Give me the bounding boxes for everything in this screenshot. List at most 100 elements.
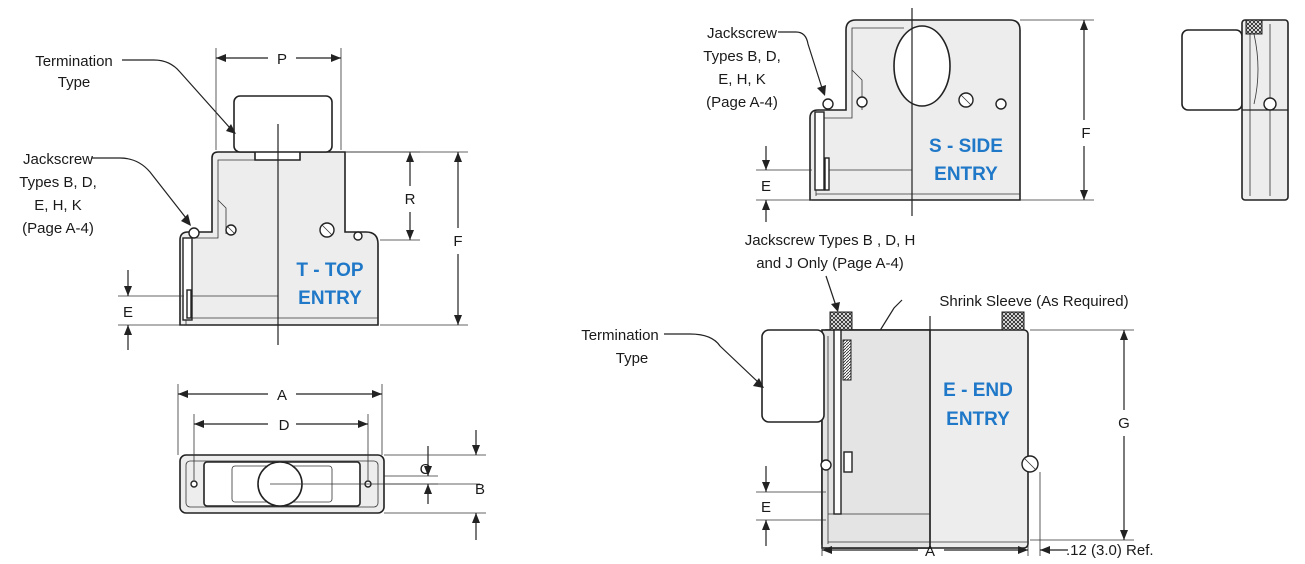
top-jackscrew-shaft bbox=[182, 237, 193, 321]
top-screw-corner bbox=[353, 231, 363, 241]
side-screw-left bbox=[856, 96, 868, 108]
top-termination-leader bbox=[122, 59, 231, 129]
top-screw-right-slot bbox=[321, 224, 333, 236]
end-termination-label-2: Type bbox=[616, 350, 649, 367]
top-jackscrew-head bbox=[188, 227, 200, 239]
top-termination-label-2: Type bbox=[58, 74, 91, 91]
top-entry-label-1: T - TOP bbox=[296, 260, 364, 281]
end-dim-e-arrow-bottom bbox=[762, 520, 770, 530]
plan-dim-d-label: D bbox=[279, 417, 290, 434]
top-termination-arrow bbox=[226, 124, 236, 134]
end-screw-left bbox=[820, 459, 832, 471]
plan-mount-hole-left bbox=[190, 480, 198, 488]
dim-p-arrow-left bbox=[216, 54, 226, 62]
top-termination-label-1: Termination bbox=[35, 53, 113, 70]
side-entry-view: S - SIDE ENTRY Jackscrew Types B, D, E, … bbox=[703, 8, 1094, 222]
end-jackscrew-knurl-right bbox=[1001, 311, 1025, 331]
end-shrink-sleeve bbox=[842, 339, 852, 381]
plan-dim-c-label: C bbox=[420, 461, 431, 478]
end-termination-arrow bbox=[753, 378, 764, 388]
end-jackscrew-arrow bbox=[831, 302, 840, 312]
plan-dim-a-label: A bbox=[277, 387, 287, 404]
plan-dim-d-arrow-left bbox=[194, 420, 204, 428]
dim-r-label: R bbox=[405, 191, 416, 208]
side-dim-e-arrow-top bbox=[762, 160, 770, 170]
top-body-step-line bbox=[217, 199, 227, 234]
dim-p-label: P bbox=[277, 51, 287, 68]
end-entry-label-1: E - END bbox=[943, 380, 1013, 401]
end-dim-g-arrow-top bbox=[1120, 330, 1128, 340]
plan-dim-a-arrow-right bbox=[372, 390, 382, 398]
top-jackscrew-leader bbox=[92, 157, 187, 219]
end-dim-e-arrow-top bbox=[762, 482, 770, 492]
dim-f-arrow-top bbox=[454, 152, 462, 162]
side-dim-f-arrow-top bbox=[1080, 20, 1088, 30]
side-screw-right-slot bbox=[960, 94, 972, 106]
end-dim-g-label: G bbox=[1118, 415, 1130, 432]
end-dim-e-label: E bbox=[761, 499, 771, 516]
side-dim-f-label: F bbox=[1081, 125, 1090, 142]
plan-dim-d-arrow-right bbox=[358, 420, 368, 428]
side-entry-label-1: S - SIDE bbox=[929, 136, 1003, 157]
end-jackscrew-knurl-left bbox=[829, 311, 853, 331]
dim-f-arrow-bottom bbox=[454, 315, 462, 325]
top-jackscrew-tip bbox=[186, 289, 192, 319]
top-jackscrew-label-3: E, H, K bbox=[34, 197, 82, 214]
plan-dim-b-arrow-bottom bbox=[472, 513, 480, 523]
side-dim-e-arrow-bottom bbox=[762, 200, 770, 210]
dim-f-label: F bbox=[453, 233, 462, 250]
side-screw-corner bbox=[995, 98, 1007, 110]
side-jackscrew-label-3: E, H, K bbox=[718, 71, 766, 88]
end-profile-curve bbox=[1253, 33, 1259, 105]
top-jackscrew-label-1: Jackscrew bbox=[23, 151, 93, 168]
end-profile-knurl bbox=[1245, 19, 1263, 35]
side-entry-label-2: ENTRY bbox=[934, 164, 998, 185]
end-screw-right-slot bbox=[1023, 457, 1037, 471]
top-jackscrew-label-4: (Page A-4) bbox=[22, 220, 94, 237]
end-entry-view: Jackscrew Types B , D, H and J Only (Pag… bbox=[581, 232, 1154, 560]
side-jackscrew-head bbox=[822, 98, 834, 110]
end-termination-leader bbox=[664, 333, 759, 383]
end-ref-arrow bbox=[1040, 546, 1050, 554]
top-entry-view: T - TOP ENTRY Termination Type Jackscrew… bbox=[19, 48, 468, 350]
side-jackscrew-tip bbox=[824, 157, 830, 191]
side-dim-f-arrow-bottom bbox=[1080, 190, 1088, 200]
side-jackscrew-arrow bbox=[817, 85, 826, 96]
end-entry-label-2: ENTRY bbox=[946, 409, 1010, 430]
top-jackscrew-label-2: Types B, D, bbox=[19, 174, 97, 191]
plan-view: A D C B bbox=[177, 384, 486, 540]
end-jackscrew-label-1: Jackscrew Types B , D, H bbox=[745, 232, 916, 249]
end-screw-clip bbox=[843, 451, 853, 473]
end-profile-screw bbox=[1263, 97, 1277, 111]
end-dim-g-arrow-bottom bbox=[1120, 530, 1128, 540]
end-profile-view bbox=[1181, 19, 1289, 201]
side-dim-e-label: E bbox=[761, 178, 771, 195]
end-dim-a-arrow-right bbox=[1018, 546, 1028, 554]
end-jackscrew-shaft bbox=[833, 329, 842, 515]
end-dim-a-label: A bbox=[925, 543, 935, 559]
end-ref-note: .12 (3.0) Ref. bbox=[1066, 542, 1154, 559]
plan-dim-b-arrow-top bbox=[472, 445, 480, 455]
dim-p-arrow-right bbox=[331, 54, 341, 62]
end-termination-label-1: Termination bbox=[581, 327, 659, 344]
plan-dim-c-arrow-top bbox=[424, 466, 432, 476]
end-jackscrew-leader bbox=[825, 275, 837, 307]
end-termination-cap bbox=[761, 329, 825, 423]
plan-dim-c-arrow-bottom bbox=[424, 484, 432, 494]
end-dim-a-arrow-left bbox=[822, 546, 832, 554]
top-termination-cap bbox=[233, 95, 333, 153]
end-shrink-sleeve-label: Shrink Sleeve (As Required) bbox=[939, 293, 1128, 310]
side-jackscrew-label-1: Jackscrew bbox=[707, 25, 777, 42]
dim-r-arrow-top bbox=[406, 152, 414, 162]
top-jackscrew-arrow bbox=[181, 214, 191, 226]
side-cable-opening bbox=[893, 25, 951, 107]
dim-r-arrow-bottom bbox=[406, 230, 414, 240]
side-jackscrew-shaft bbox=[814, 111, 825, 191]
top-screw-left-slot bbox=[226, 225, 236, 235]
top-entry-body bbox=[179, 151, 379, 326]
side-jackscrew-leader bbox=[778, 31, 823, 89]
dim-e-arrow-top bbox=[124, 286, 132, 296]
top-entry-label-2: ENTRY bbox=[298, 288, 362, 309]
end-profile-cap bbox=[1181, 29, 1243, 111]
